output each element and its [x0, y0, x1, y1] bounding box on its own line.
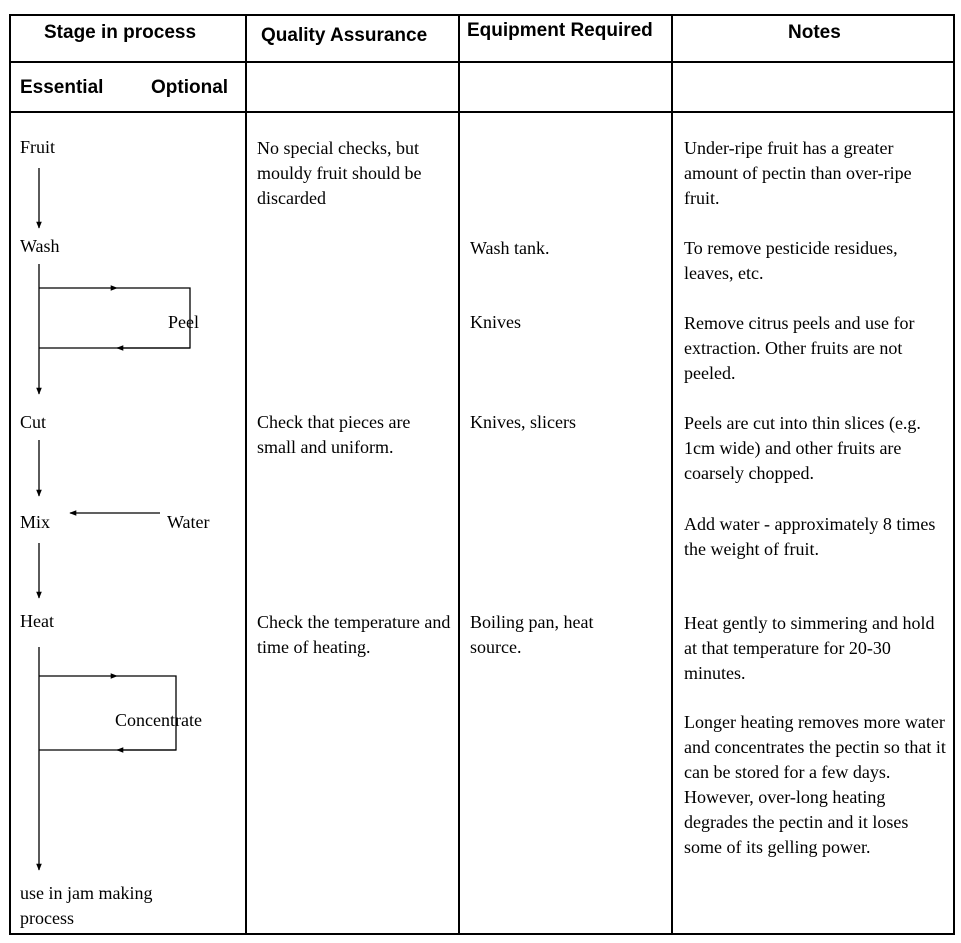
notes-cut: Peels are cut into thin slices (e.g. 1cm… — [684, 413, 921, 483]
equipment-peel: Knives — [470, 312, 521, 332]
flow-water: Water — [167, 512, 210, 532]
header-equipment: Equipment Required — [467, 20, 653, 41]
header-quality-assurance: Quality Assurance — [261, 25, 428, 46]
qa-cut: Check that pieces are small and uniform. — [257, 412, 411, 457]
equipment-wash: Wash tank. — [470, 238, 550, 258]
notes-fruit: Under-ripe fruit has a greater amount of… — [684, 138, 912, 208]
flow-concentrate: Concentrate — [115, 710, 202, 730]
header-stage: Stage in process — [44, 22, 197, 43]
column-divider — [245, 14, 247, 935]
notes-mix: Add water - approximately 8 times the we… — [684, 514, 936, 559]
qa-fruit: No special checks, but mouldy fruit shou… — [257, 138, 422, 208]
flow-cut: Cut — [20, 412, 47, 432]
row-divider — [9, 61, 955, 63]
equipment-heat: Boiling pan, heat source. — [470, 612, 594, 657]
equipment-cut: Knives, slicers — [470, 412, 576, 432]
qa-heat: Check the temperature and time of heatin… — [257, 612, 451, 657]
flow-fruit: Fruit — [20, 137, 56, 157]
flow-heat: Heat — [20, 611, 54, 631]
flow-mix: Mix — [20, 512, 51, 532]
flow-end: use in jam making process — [20, 883, 153, 928]
notes-heat: Heat gently to simmering and hold at tha… — [684, 613, 935, 683]
notes-peel: Remove citrus peels and use for extracti… — [684, 313, 915, 383]
notes-wash: To remove pesticide residues, leaves, et… — [684, 238, 898, 283]
column-divider — [458, 14, 460, 935]
row-divider — [9, 111, 955, 113]
header-notes: Notes — [788, 22, 841, 43]
flow-peel: Peel — [168, 312, 199, 332]
subheader-optional: Optional — [151, 77, 229, 98]
notes-concentrate: Longer heating removes more water and co… — [684, 712, 946, 857]
subheader-essential: Essential — [20, 77, 104, 98]
process-table — [9, 14, 955, 935]
column-divider — [671, 14, 673, 935]
flow-wash: Wash — [20, 236, 60, 256]
